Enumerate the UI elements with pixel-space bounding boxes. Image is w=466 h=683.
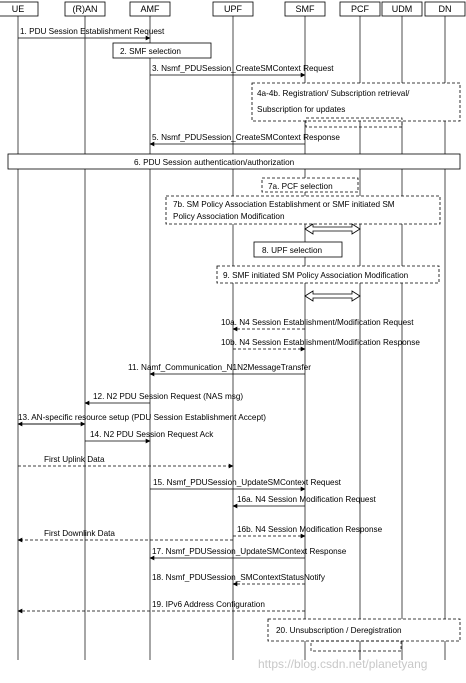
message-12: 16a. N4 Session Modification Request — [232, 495, 377, 509]
message-9: 14. N2 PDU Session Request Ack — [85, 430, 214, 444]
step-9-box: 9. SMF initiated SM Policy Association M… — [216, 265, 440, 284]
participant-amf: AMF — [129, 1, 171, 17]
participant-r-an: (R)AN — [64, 1, 106, 17]
message-13: 16b. N4 Session Modification Response — [233, 525, 383, 539]
step-20-box: 20. Unsubscription / Deregistration — [267, 618, 461, 652]
message-14: First Downlink Data — [17, 529, 233, 543]
message-label: 11. Namf_Communication_N1N2MessageTransf… — [128, 363, 311, 372]
messages: 1. PDU Session Establishment Request 3. N… — [17, 27, 420, 614]
participant-label: SMF — [296, 4, 316, 14]
participant-label: (R)AN — [73, 4, 98, 14]
message-11: 15. Nsmf_PDUSession_UpdateSMContext Requ… — [150, 478, 342, 492]
message-label: 19. IPv6 Address Configuration — [152, 600, 265, 609]
participant-upf: UPF — [212, 1, 254, 17]
message-label: 13. AN-specific resource setup (PDU Sess… — [18, 413, 266, 422]
message-15: 17. Nsmf_PDUSession_UpdateSMContext Resp… — [149, 547, 347, 561]
message-8: 13. AN-specific resource setup (PDU Sess… — [17, 413, 266, 427]
message-label: 12. N2 PDU Session Request (NAS msg) — [93, 392, 243, 401]
message-17: 19. IPv6 Address Configuration — [17, 600, 305, 614]
participant-label: AMF — [141, 4, 161, 14]
step-7b-box: 7b. SM Policy Association Establishment … — [165, 195, 441, 225]
step-7b-label-line2: Policy Association Modification — [173, 212, 285, 221]
step-7b-label-line1: 7b. SM Policy Association Establishment … — [173, 200, 395, 209]
step-7a-box: 7a. PCF selection — [261, 177, 359, 193]
participant-label: UDM — [392, 4, 413, 14]
message-7: 12. N2 PDU Session Request (NAS msg) — [84, 392, 243, 406]
message-10: First Uplink Data — [18, 455, 234, 469]
participant-dn: DN — [424, 1, 466, 17]
step-4-label-line1: 4a-4b. Registration/ Subscription retrie… — [257, 89, 410, 98]
message-label: 1. PDU Session Establishment Request — [20, 27, 165, 36]
step-7a-label: 7a. PCF selection — [268, 182, 333, 191]
message-6: 11. Namf_Communication_N1N2MessageTransf… — [128, 363, 311, 377]
message-label: 10b. N4 Session Establishment/Modificati… — [221, 338, 420, 347]
smf-pcf-interaction-7b — [304, 223, 361, 235]
message-label: 3. Nsmf_PDUSession_CreateSMContext Reque… — [152, 64, 334, 73]
step-9-label: 9. SMF initiated SM Policy Association M… — [223, 271, 409, 280]
step-2-box: 2. SMF selection — [112, 42, 212, 59]
message-label: First Downlink Data — [44, 529, 115, 538]
message-3: 5. Nsmf_PDUSession_CreateSMContext Respo… — [149, 133, 340, 147]
message-label: 14. N2 PDU Session Request Ack — [90, 430, 214, 439]
message-label: 18. Nsmf_PDUSession_SMContextStatusNotif… — [152, 573, 326, 582]
message-label: 10a. N4 Session Establishment/Modificati… — [221, 318, 414, 327]
message-label: 16a. N4 Session Modification Request — [237, 495, 377, 504]
lifelines — [17, 16, 446, 660]
message-label: 15. Nsmf_PDUSession_UpdateSMContext Requ… — [153, 478, 342, 487]
message-label: 5. Nsmf_PDUSession_CreateSMContext Respo… — [152, 133, 340, 142]
message-label: 17. Nsmf_PDUSession_UpdateSMContext Resp… — [152, 547, 347, 556]
step-8-label: 8. UPF selection — [262, 246, 323, 255]
participant-pcf: PCF — [339, 1, 381, 17]
participant-headers: UE (R)AN AMF UPF SMF PCF UDM DN — [0, 1, 466, 17]
participant-label: PCF — [351, 4, 370, 14]
step-8-box: 8. UPF selection — [253, 241, 343, 258]
participant-udm: UDM — [381, 1, 423, 17]
participant-label: UE — [12, 4, 25, 14]
smf-pcf-interaction-9 — [304, 290, 361, 302]
message-label: 16b. N4 Session Modification Response — [237, 525, 383, 534]
step-4-box: 4a-4b. Registration/ Subscription retrie… — [251, 82, 461, 128]
participant-smf: SMF — [284, 1, 326, 17]
message-2: 3. Nsmf_PDUSession_CreateSMContext Reque… — [150, 64, 334, 78]
watermark: https://blog.csdn.net/planetyang — [258, 657, 427, 671]
participant-label: DN — [439, 4, 452, 14]
step-6-label: 6. PDU Session authentication/authorizat… — [134, 158, 295, 167]
step-20-label: 20. Unsubscription / Deregistration — [276, 626, 402, 635]
step-6-box: 6. PDU Session authentication/authorizat… — [7, 153, 461, 170]
step-2-label: 2. SMF selection — [120, 47, 181, 56]
message-5: 10b. N4 Session Establishment/Modificati… — [221, 338, 420, 352]
message-4: 10a. N4 Session Establishment/Modificati… — [221, 318, 414, 332]
participant-ue: UE — [0, 1, 39, 17]
message-16: 18. Nsmf_PDUSession_SMContextStatusNotif… — [152, 573, 326, 587]
participant-label: UPF — [224, 4, 243, 14]
message-1: 1. PDU Session Establishment Request — [18, 27, 165, 41]
message-label: First Uplink Data — [44, 455, 105, 464]
step-4-label-line2: Subscription for updates — [257, 105, 345, 114]
